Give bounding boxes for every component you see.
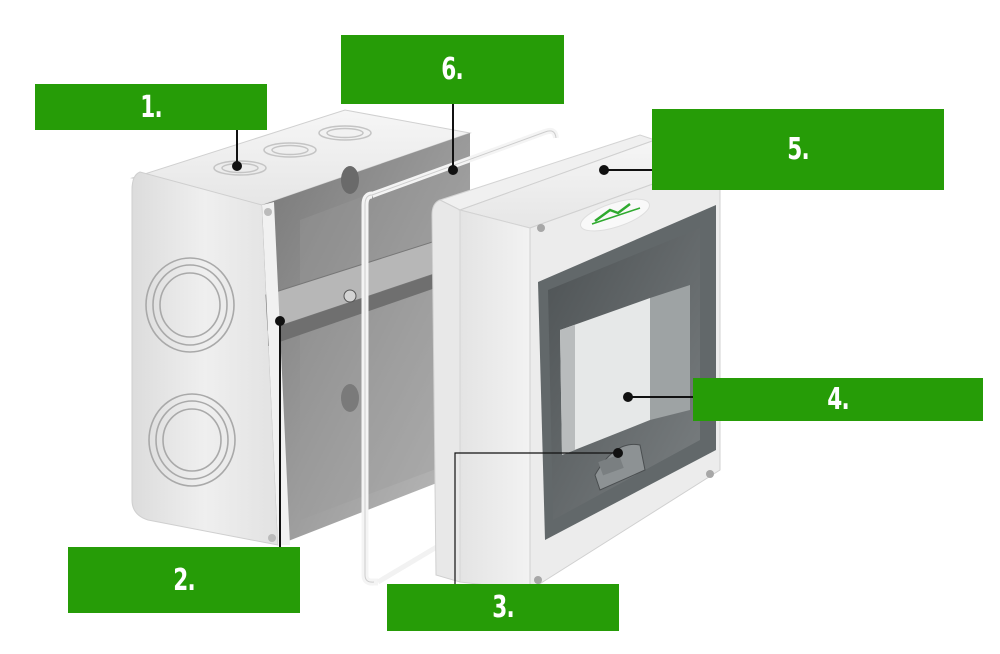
front-cover (431, 134, 722, 591)
callout-label-4-text: 4. (827, 382, 850, 417)
callout-label-5-text: 5. (787, 132, 810, 167)
sealing-gasket (361, 127, 559, 586)
callout-label-5: 5. (652, 109, 944, 190)
leader-dot-4 (623, 392, 633, 402)
leader-dot-2 (275, 316, 285, 326)
callout-label-1-text: 1. (140, 89, 163, 125)
callout-label-2-text: 2. (173, 562, 196, 598)
leader-dot-5 (599, 165, 609, 175)
base-housing (130, 109, 472, 546)
callout-label-4: 4. (693, 378, 983, 421)
callout-label-6: 6. (341, 35, 564, 104)
leader-lines (232, 104, 693, 585)
leader-dot-3 (613, 448, 623, 458)
leader-dot-6 (448, 165, 458, 175)
brand-logo (580, 198, 650, 232)
leader-dot-1 (232, 161, 242, 171)
callout-label-2: 2. (68, 547, 300, 613)
callout-label-3: 3. (387, 584, 619, 631)
callout-label-1: 1. (35, 84, 267, 130)
callout-label-6-text: 6. (441, 52, 465, 87)
callout-label-3-text: 3. (492, 590, 515, 625)
